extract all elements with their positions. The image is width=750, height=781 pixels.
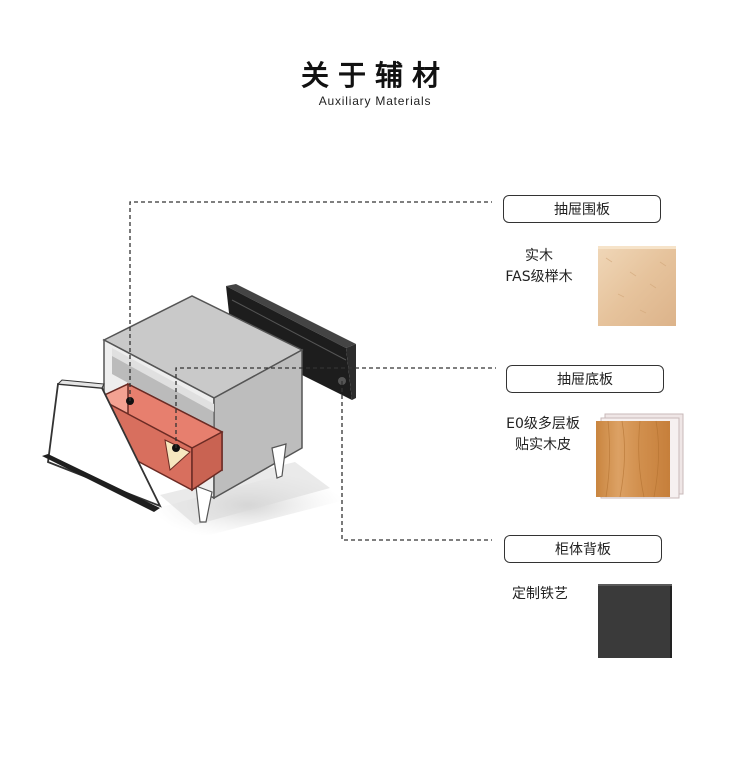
leader-lines xyxy=(129,201,496,541)
drawer xyxy=(42,377,346,512)
iron-plate-swatch xyxy=(598,584,672,658)
desc-back-panel: 定制铁艺 xyxy=(480,584,600,605)
desc-drawer-bottom-line1: E0级多层板 xyxy=(506,416,580,432)
leader-line-back-panel xyxy=(341,381,492,541)
label-back-panel: 柜体背板 xyxy=(504,535,662,563)
page-subtitle: Auxiliary Materials xyxy=(318,94,432,108)
desc-drawer-bottom-line2: 贴实木皮 xyxy=(515,437,571,453)
leader-line-drawer-bottom xyxy=(175,367,496,448)
cabinet-legs xyxy=(195,443,287,523)
label-drawer-bottom: 抽屉底板 xyxy=(506,365,664,393)
page-title: 关于辅材 xyxy=(300,59,449,92)
desc-drawer-sides: 实木 FAS级榉木 xyxy=(479,246,599,288)
beech-wood-swatch xyxy=(598,246,676,326)
label-drawer-sides: 抽屉围板 xyxy=(503,195,661,223)
leader-line-drawer-sides xyxy=(129,201,492,401)
desc-back-panel-line1: 定制铁艺 xyxy=(512,586,568,602)
multilayer-board-swatch xyxy=(596,413,684,499)
desc-drawer-sides-line2: FAS级榉木 xyxy=(505,269,573,285)
desc-drawer-bottom: E0级多层板 贴实木皮 xyxy=(483,414,603,456)
desc-drawer-sides-line1: 实木 xyxy=(525,248,553,264)
